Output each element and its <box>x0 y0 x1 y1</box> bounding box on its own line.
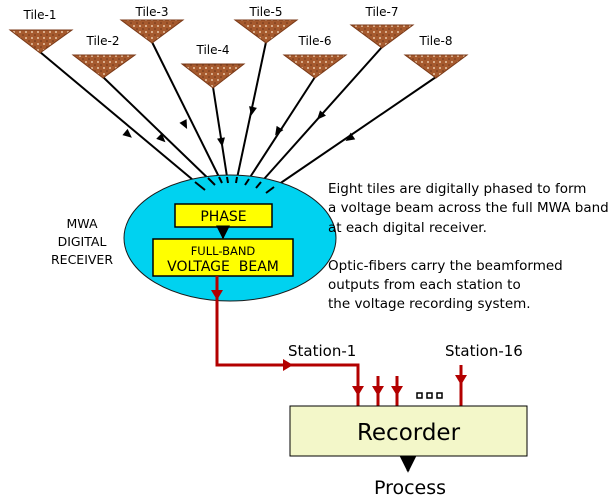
station-fibers <box>372 365 467 406</box>
voltage-beam-box <box>152 238 294 277</box>
station-1-label: Station-1 <box>288 342 356 360</box>
feed-line-tile-3 <box>151 41 223 184</box>
tile-feed-lines-inner <box>194 176 275 194</box>
tile-4-image <box>180 63 246 89</box>
tile-label-1: Tile-1 <box>23 8 57 22</box>
tile-label-3: Tile-3 <box>135 5 169 19</box>
digital-receiver-ellipse <box>123 174 337 302</box>
tile-label-6: Tile-6 <box>298 34 332 48</box>
description: Eight tiles are digitally phased to form… <box>328 181 608 312</box>
recorder-label: Recorder <box>357 420 461 446</box>
description-para1-line2: a voltage beam across the full MWA band <box>328 200 608 216</box>
description-para2-line1: Optic-fibers carry the beamformed <box>328 258 563 274</box>
tile-8-image <box>403 54 469 79</box>
recorder-box <box>289 405 528 457</box>
arrowhead-tile-5 <box>249 106 257 116</box>
arrowhead-tile-6 <box>275 125 284 136</box>
receiver-label: MWA DIGITAL RECEIVER <box>51 216 113 267</box>
tile-label-5: Tile-5 <box>249 5 283 19</box>
arrowhead-tile-8 <box>345 132 356 142</box>
feed-line-tile-1 <box>39 51 206 191</box>
arrowhead-tile-1 <box>122 128 132 138</box>
tile-3-image <box>119 19 185 44</box>
tile-label-8: Tile-8 <box>419 34 453 48</box>
receiver-label-line2: DIGITAL <box>58 234 107 249</box>
arrowhead-tile-3 <box>179 119 188 130</box>
arrowhead-tile-2 <box>156 133 166 143</box>
arrowhead-tile-7 <box>316 110 326 120</box>
more-stations-ellipsis <box>416 392 443 399</box>
tile-label-4: Tile-4 <box>196 43 230 57</box>
feed-arrowheads <box>122 106 356 147</box>
voltage-beam-line1: FULL-BAND <box>191 244 256 258</box>
tile-7-image <box>349 24 415 49</box>
tile-6-image <box>282 54 348 79</box>
optic-fiber-path <box>211 276 364 406</box>
tile-labels: Tile-1 Tile-2 Tile-3 Tile-4 Tile-5 Tile-… <box>23 5 453 57</box>
description-para2-line3: the voltage recording system. <box>328 296 531 312</box>
tile-label-2: Tile-2 <box>86 34 120 48</box>
process-label: Process <box>374 477 446 498</box>
feed-line-tile-2 <box>102 76 216 186</box>
arrowhead-tile-4 <box>217 137 225 147</box>
description-para1-line1: Eight tiles are digitally phased to form <box>328 181 586 197</box>
description-para2-line2: outputs from each station to <box>328 277 521 293</box>
tile-label-7: Tile-7 <box>365 5 399 19</box>
feed-line-tile-4 <box>212 86 229 184</box>
tile-5-image <box>233 19 299 44</box>
receiver-label-line1: MWA <box>66 216 97 231</box>
tile-2-image <box>71 54 137 79</box>
tiles <box>8 19 469 89</box>
tile-1-image <box>8 29 74 54</box>
receiver-label-line3: RECEIVER <box>51 252 113 267</box>
station-16-label: Station-16 <box>445 342 523 360</box>
voltage-beam-line2: VOLTAGE BEAM <box>167 259 279 275</box>
phase-label: PHASE <box>200 209 246 225</box>
description-para1-line3: at each digital receiver. <box>328 220 487 236</box>
